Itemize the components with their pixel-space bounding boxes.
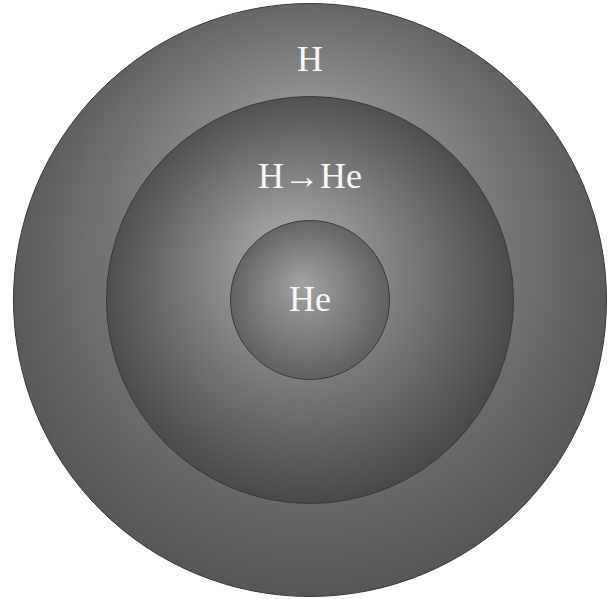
region-label: H (13, 40, 607, 80)
shell-circle: H→HeHe (106, 96, 514, 504)
region-label: H→He (106, 157, 514, 197)
shell-circle: He (230, 220, 390, 380)
shell-circle: H H→HeHe (13, 3, 607, 597)
region-label: He (230, 280, 390, 320)
